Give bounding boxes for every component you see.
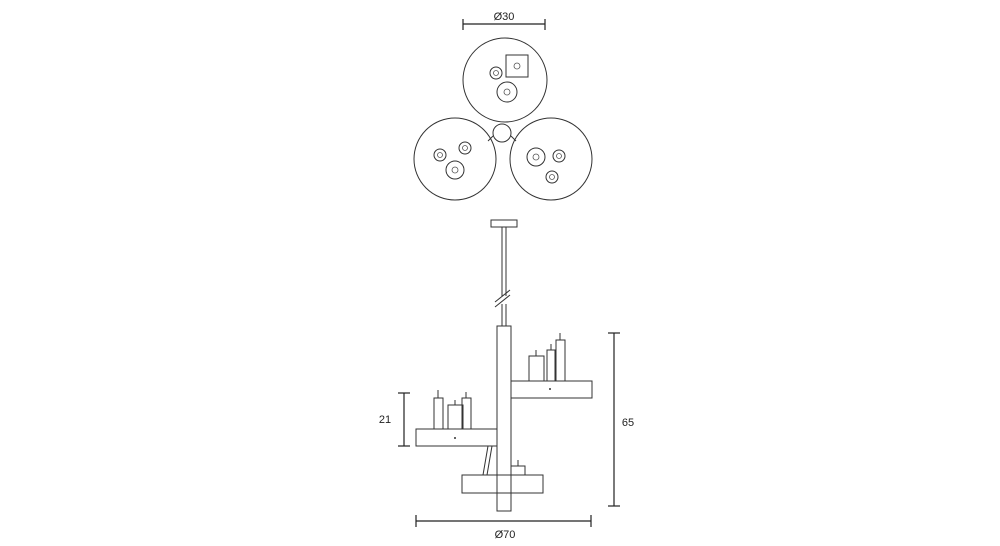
left-height-label: 21 [379, 414, 391, 426]
side-view: 21 65 Ø70 [379, 219, 634, 541]
left-height-dimension: 21 [379, 392, 410, 447]
bottom-diameter-dimension: Ø70 [415, 515, 592, 541]
upper-right-arm [510, 333, 593, 399]
left-disc [413, 117, 497, 201]
right-disc [509, 117, 593, 201]
top-diameter-dimension: Ø30 [462, 11, 546, 30]
center-hub [487, 123, 517, 143]
right-height-dimension: 65 [608, 332, 634, 507]
left-arm [415, 390, 498, 447]
top-diameter-label: Ø30 [494, 11, 515, 23]
central-stem [496, 325, 512, 512]
top-view: Ø30 [413, 11, 593, 201]
ceiling-canopy [490, 219, 518, 228]
cable-break-mark [494, 289, 511, 308]
top-disc [462, 37, 548, 123]
bottom-diameter-label: Ø70 [495, 529, 516, 541]
lower-arm [461, 445, 544, 494]
right-height-label: 65 [622, 417, 634, 429]
